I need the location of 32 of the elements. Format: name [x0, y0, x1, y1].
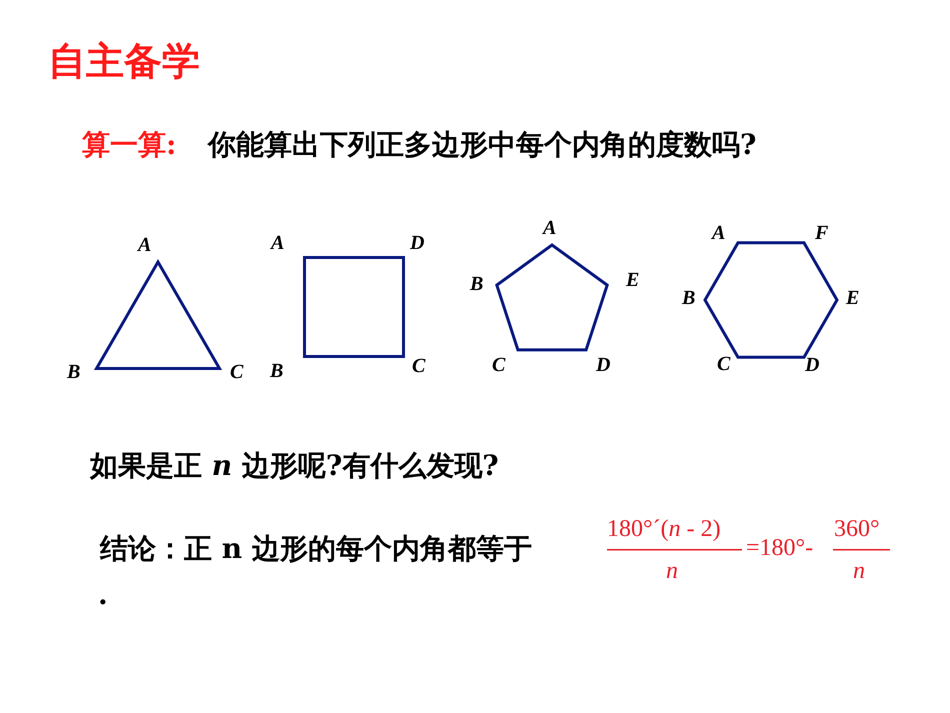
formula-text: =180°- — [746, 535, 814, 561]
vertex-label: C — [230, 362, 244, 382]
vertex-label: C — [717, 354, 730, 374]
vertex-label: B — [67, 362, 80, 382]
pentagon-shape — [495, 243, 609, 352]
vertex-label: D — [410, 233, 424, 253]
heading-label: 算一算: — [82, 127, 176, 163]
formula-denominator: n — [666, 558, 678, 584]
question-text: 如果是正 n 边形呢?有什么发现? — [90, 448, 499, 484]
period-mark: . — [98, 578, 108, 611]
vertex-label: C — [412, 356, 426, 376]
vertex-label: A — [712, 223, 726, 243]
triangle-shape — [94, 259, 222, 370]
vertex-label: B — [682, 288, 696, 308]
vertex-label: A — [138, 235, 152, 255]
slide-title: 自主备学 — [48, 37, 200, 85]
vertex-label: A — [271, 233, 284, 253]
vertex-label: B — [270, 361, 284, 381]
question-text: 你能算出下列正多边形中每个内角的度数吗? — [208, 127, 756, 163]
square-shape — [303, 256, 405, 358]
vertex-label: E — [626, 270, 640, 290]
conclusion-text: 结论：正 n 边形的每个内角都等于 — [100, 531, 532, 567]
vertex-label: F — [815, 223, 828, 243]
vertex-label: E — [846, 288, 860, 308]
vertex-label: D — [596, 355, 610, 375]
vertex-label: B — [470, 274, 484, 294]
vertex-label: D — [805, 355, 820, 375]
vertex-label: A — [543, 218, 556, 238]
vertex-label: C — [492, 355, 506, 375]
formula-numerator: 180°´(n - 2) — [607, 516, 721, 542]
formula-numerator: 360° — [834, 516, 880, 542]
formula-denominator: n — [853, 558, 865, 584]
